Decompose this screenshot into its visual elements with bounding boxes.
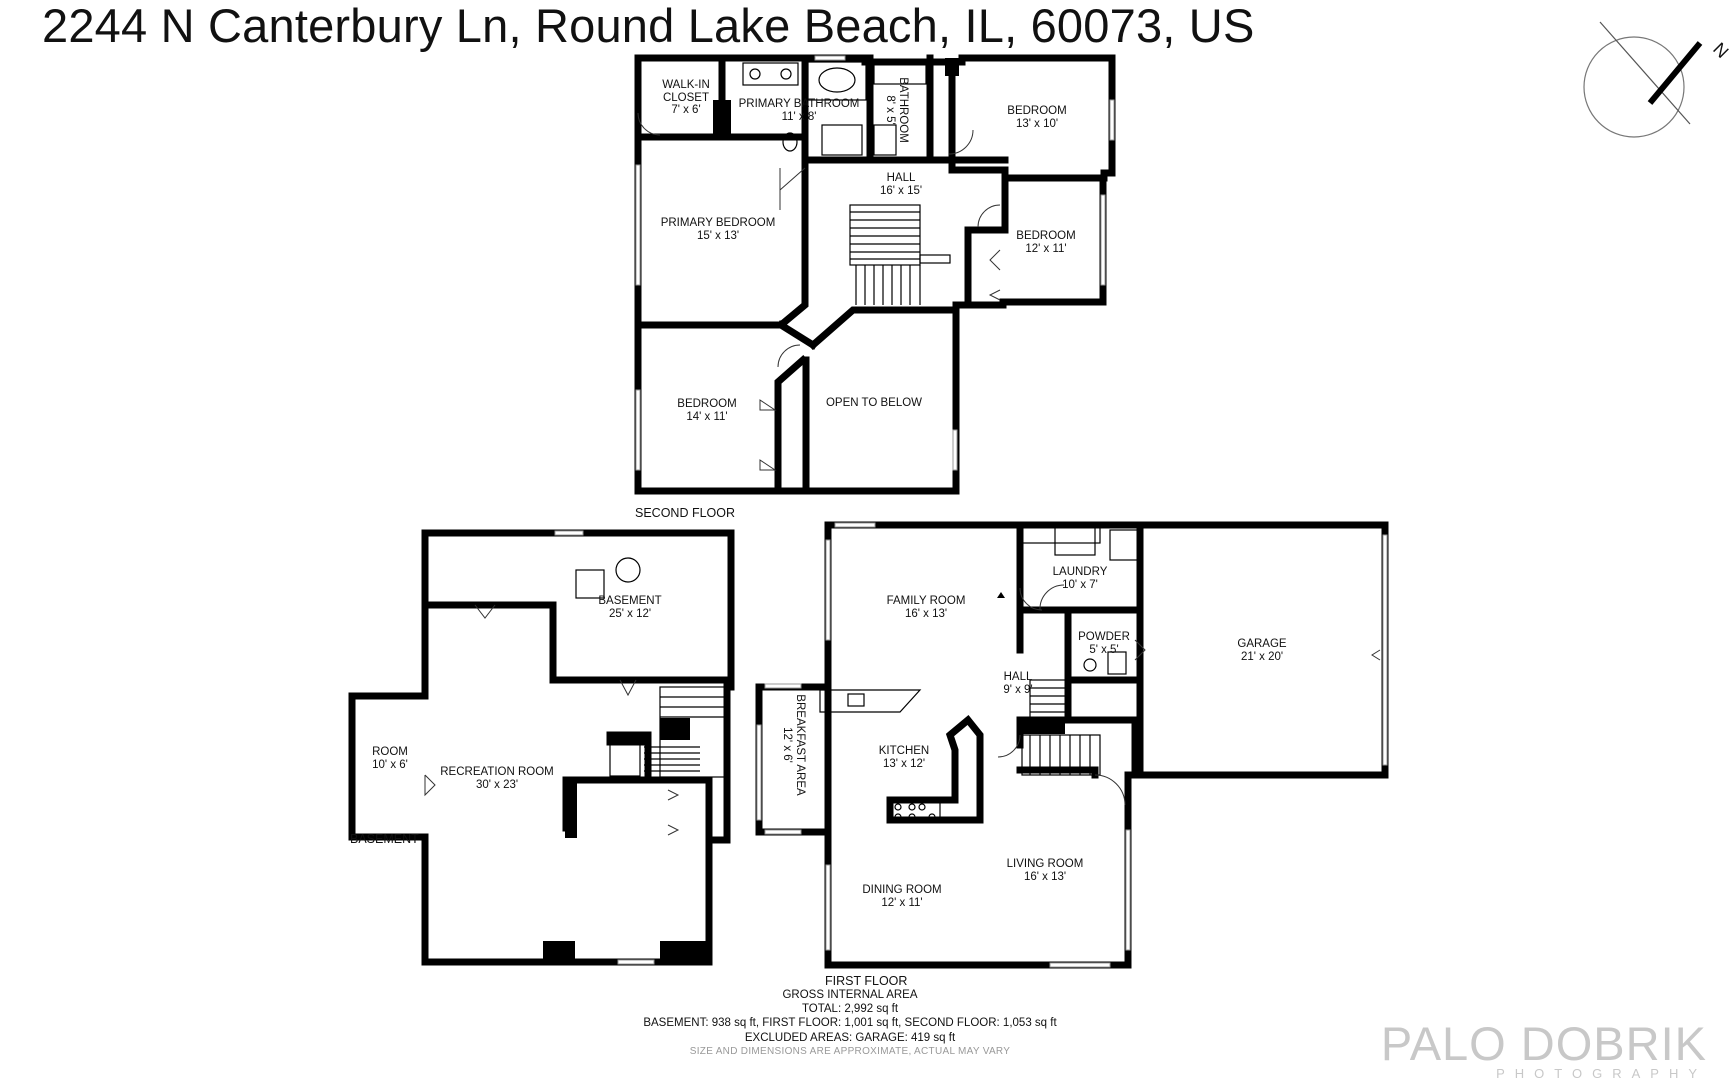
area-summary: GROSS INTERNAL AREA TOTAL: 2,992 sq ft B… — [560, 988, 1140, 1059]
hall-lower-label: HALL — [1004, 671, 1033, 683]
breakfast-area-label: BREAKFAST AREA — [794, 694, 806, 796]
laundry-label: LAUNDRY — [1053, 566, 1108, 578]
room-dimension-label: 5' x 5' — [1089, 644, 1118, 656]
room-dimension-label: 12' x 6' — [781, 727, 793, 763]
recreation-room-label: RECREATION ROOM — [440, 766, 554, 778]
basement-room-label: BASEMENT — [598, 595, 661, 607]
room-dimension-label: 16' x 13' — [905, 608, 947, 620]
first-floor-plan: FAMILY ROOM 16' x 13' LAUNDRY 10' x 7' G… — [755, 521, 1389, 988]
walkin-closet-label: WALK-IN — [662, 79, 710, 91]
room-dimension-label: 13' x 10' — [1016, 118, 1058, 130]
basement-plan: BASEMENT 25' x 12' ROOM 10' x 6' RECREAT… — [348, 529, 735, 966]
area-breakdown: BASEMENT: 938 sq ft, FIRST FLOOR: 1,001 … — [643, 1017, 1057, 1030]
compass-label: N — [1709, 39, 1729, 62]
second-floor-plan: WALK-IN CLOSET 7' x 6' PRIMARY BATHROOM … — [634, 54, 1116, 520]
area-heading: GROSS INTERNAL AREA — [782, 989, 918, 1001]
primary-bedroom-label: PRIMARY BEDROOM — [661, 217, 776, 229]
room-dimension-label: 12' x 11' — [881, 897, 922, 909]
room-dimension-label: 14' x 11' — [686, 411, 727, 423]
compass-icon: N — [1583, 21, 1729, 138]
area-excluded: EXCLUDED AREAS: GARAGE: 419 sq ft — [744, 1031, 956, 1044]
hall-upper-label: HALL — [887, 172, 916, 184]
room-dimension-label: 10' x 6' — [372, 759, 408, 771]
room-dimension-label: 12' x 11' — [1025, 243, 1066, 255]
room-dimension-label: 9' x 9' — [1003, 684, 1032, 696]
family-room-label: FAMILY ROOM — [887, 595, 966, 607]
area-total: TOTAL: 2,992 sq ft — [801, 1003, 899, 1016]
living-room-label: LIVING ROOM — [1007, 858, 1084, 870]
first-floor-label: FIRST FLOOR — [825, 974, 907, 988]
bedroom-e-label: BEDROOM — [1016, 230, 1075, 242]
room-dimension-label: 15' x 13' — [697, 230, 739, 242]
basement-floor-label: BASEMENT — [350, 832, 419, 846]
room-dimension-label: 8' x 5' — [884, 95, 896, 124]
room-dimension-label: 10' x 7' — [1062, 579, 1098, 591]
bedroom-ne-label: BEDROOM — [1007, 105, 1066, 117]
second-floor-label: SECOND FLOOR — [635, 506, 735, 520]
dining-room-label: DINING ROOM — [862, 884, 941, 896]
small-room-label: ROOM — [372, 746, 408, 758]
garage-label: GARAGE — [1237, 638, 1287, 650]
page-title: 2244 N Canterbury Ln, Round Lake Beach, … — [42, 0, 1255, 52]
room-dimension-label: 16' x 13' — [1024, 871, 1066, 883]
room-dimension-label: CLOSET — [663, 92, 709, 104]
brand-name: PALO DOBRIK — [1380, 1017, 1707, 1070]
room-dimension-label: 25' x 12' — [609, 608, 651, 620]
bathroom-label: BATHROOM — [897, 77, 909, 143]
brand-logo: PALO DOBRIK PHOTOGRAPHY — [1381, 1020, 1707, 1081]
room-dimension-label: 13' x 12' — [883, 758, 925, 770]
room-dimension-label: 30' x 23' — [476, 779, 518, 791]
room-dimension-label: 21' x 20' — [1241, 651, 1283, 663]
room-dimension-label: 11' x 8' — [782, 111, 817, 123]
kitchen-label: KITCHEN — [879, 745, 929, 757]
room-dimension-label: 7' x 6' — [671, 104, 700, 116]
room-dimension-label: 16' x 15' — [880, 185, 922, 197]
open-to-below-label: OPEN TO BELOW — [826, 397, 922, 409]
bedroom-sw-label: BEDROOM — [677, 398, 736, 410]
brand-sub: PHOTOGRAPHY — [1496, 1066, 1707, 1081]
area-note: SIZE AND DIMENSIONS ARE APPROXIMATE, ACT… — [689, 1045, 1011, 1057]
powder-label: POWDER — [1078, 631, 1130, 643]
primary-bathroom-label: PRIMARY BATHROOM — [739, 98, 860, 110]
